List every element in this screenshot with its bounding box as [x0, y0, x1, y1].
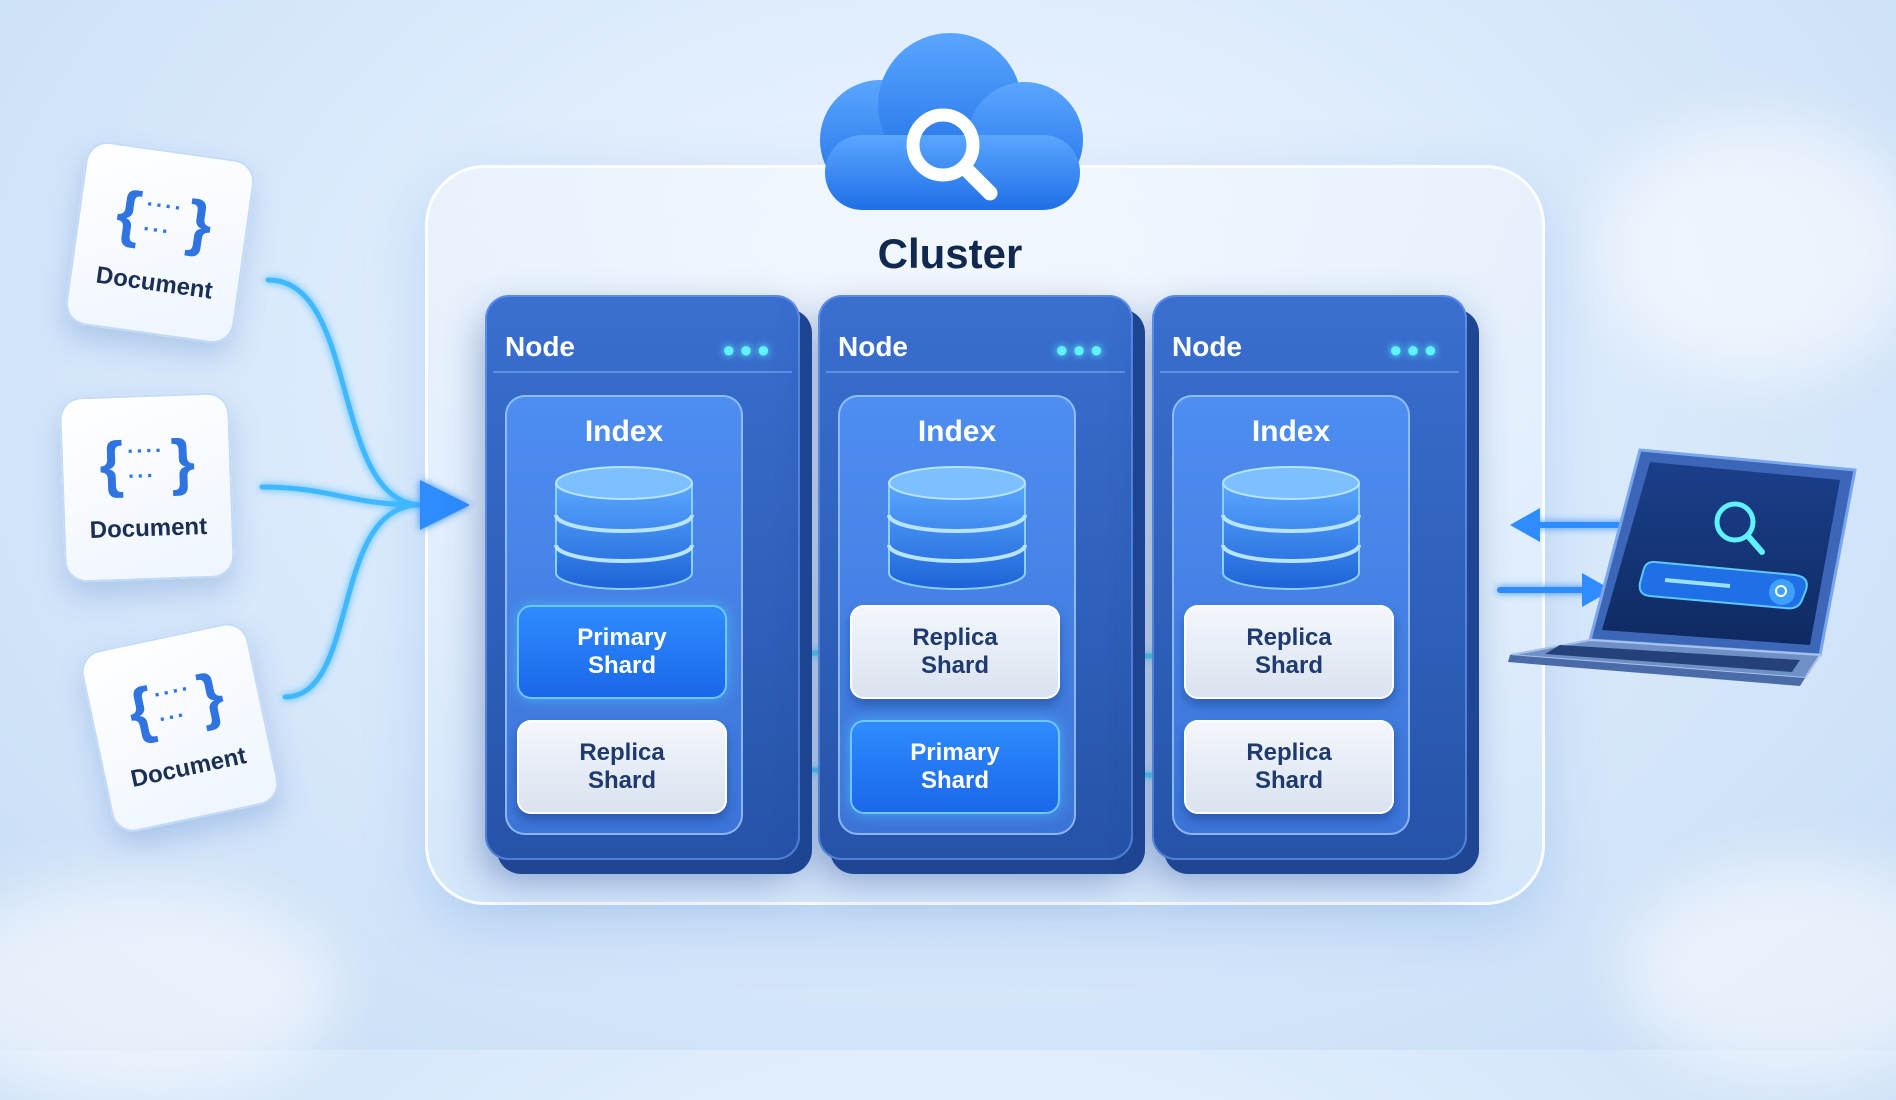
- shard-label: Replica: [1246, 739, 1332, 767]
- background-cloud: [1620, 860, 1896, 1080]
- ingest-arrow-head: [420, 480, 470, 530]
- node-divider: [1160, 371, 1459, 373]
- shard-label: Shard: [1254, 767, 1323, 794]
- index-label: Index: [584, 415, 664, 448]
- shard-label: Shard: [587, 652, 656, 679]
- shard-label: Replica: [579, 739, 665, 767]
- shard-label: Replica: [1246, 624, 1332, 652]
- shard-label: Shard: [587, 767, 656, 794]
- node-header: Node: [505, 331, 575, 362]
- laptop-search-icon[interactable]: [1500, 440, 1860, 740]
- node-header: Node: [838, 331, 908, 362]
- query-arrow-out: [1582, 573, 1612, 607]
- index-label: Index: [917, 415, 997, 448]
- node-header: Node: [1172, 331, 1242, 362]
- status-dots-icon: ●●●: [722, 337, 774, 362]
- database-icon: [887, 466, 1027, 590]
- background-cloud: [1600, 120, 1896, 380]
- cloud-search-icon: [785, 20, 1115, 220]
- cluster-title: Cluster: [877, 230, 1023, 277]
- status-dots-icon: ●●●: [1055, 337, 1107, 362]
- shard-label: Shard: [920, 652, 989, 679]
- ingest-arrow-top: [265, 277, 423, 508]
- status-dots-icon: ●●●: [1389, 337, 1441, 362]
- shard-label: Primary: [577, 624, 667, 652]
- shard-label: Primary: [910, 739, 1000, 767]
- database-icon: [1221, 466, 1361, 590]
- node-divider: [493, 371, 792, 373]
- index-label: Index: [1251, 415, 1331, 448]
- node-divider: [826, 371, 1125, 373]
- ingest-arrow-middle: [259, 484, 423, 508]
- database-icon: [554, 466, 694, 590]
- query-arrow-in: [1510, 508, 1540, 542]
- ingest-arrow-bottom: [282, 502, 423, 700]
- shard-label: Shard: [920, 767, 989, 794]
- shard-label: Replica: [912, 624, 998, 652]
- shard-label: Shard: [1254, 652, 1323, 679]
